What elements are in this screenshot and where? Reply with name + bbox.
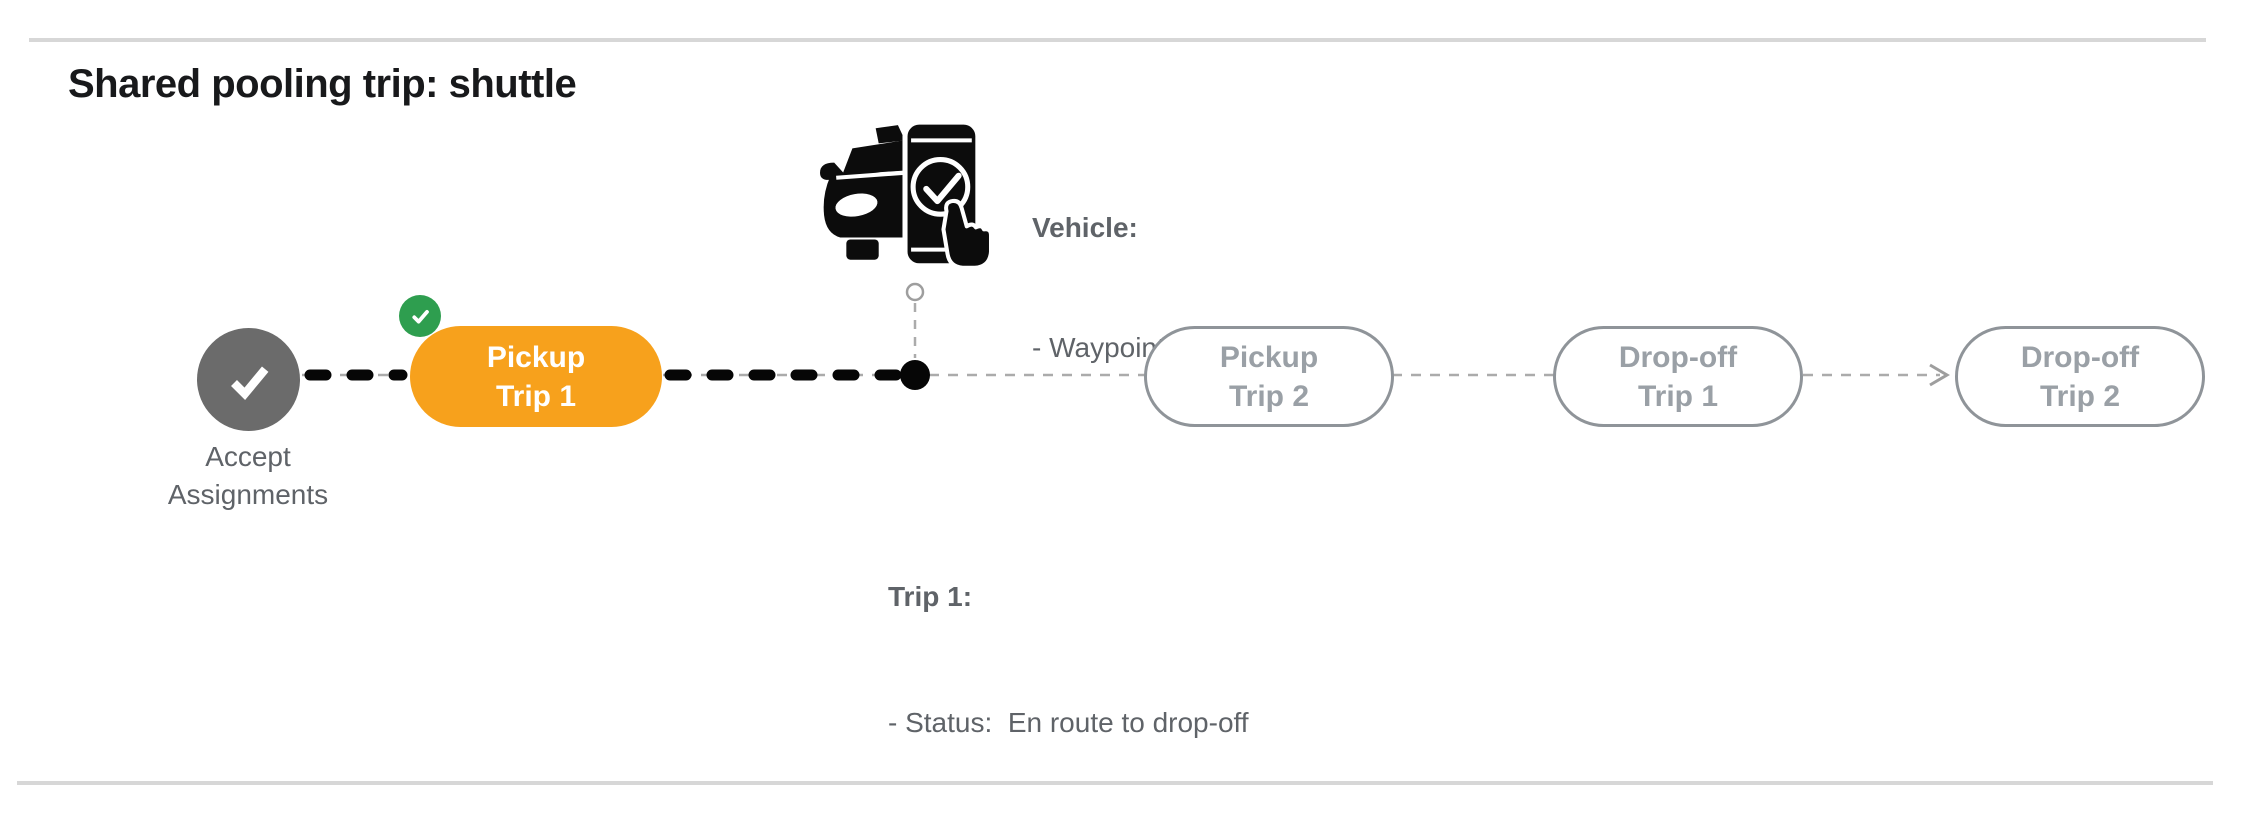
check-badge-icon [411, 309, 429, 324]
current-position-dot [900, 360, 930, 390]
accept-assignments-label: Accept Assignments [98, 438, 398, 514]
top-divider [29, 38, 2206, 42]
dropoff-trip1-node: Drop-off Trip 1 [1553, 326, 1803, 427]
pickup-trip2-line2: Trip 2 [1228, 379, 1310, 413]
dropoff-trip1-line2: Trip 1 [1637, 379, 1719, 413]
accept-label-line2: Assignments [167, 479, 329, 510]
vehicle-info-title: Vehicle: [1032, 212, 1138, 243]
check-icon [230, 366, 268, 400]
dropoff-trip2-line2: Trip 2 [2039, 379, 2121, 413]
dropoff-trip2-line1: Drop-off [2020, 340, 2140, 374]
vehicle-anchor-dot [905, 282, 925, 302]
accept-assignments-node [197, 328, 300, 431]
pickup-trip1-line2: Trip 1 [495, 379, 577, 413]
vehicle-phone-check-icon [820, 119, 990, 270]
pickup-trip1-node: Pickup Trip 1 [410, 326, 662, 427]
page-title: Shared pooling trip: shuttle [68, 62, 577, 106]
trip1-title: Trip 1: [888, 581, 973, 612]
dropoff-trip2-node: Drop-off Trip 2 [1955, 326, 2205, 427]
trip-status-info: Trip 1: - Status: En route to drop-off -… [888, 492, 1249, 825]
pickup-trip2-line1: Pickup [1219, 340, 1319, 374]
accept-label-line1: Accept [205, 441, 291, 472]
pickup-trip2-node: Pickup Trip 2 [1144, 326, 1394, 427]
arrowhead-icon [1929, 363, 1950, 387]
bottom-divider [17, 781, 2213, 785]
dropoff-trip1-line1: Drop-off [1618, 340, 1738, 374]
trip1-status: - Status: En route to drop-off [888, 707, 1249, 738]
completed-badge [399, 295, 441, 337]
pickup-trip1-line1: Pickup [486, 340, 586, 374]
